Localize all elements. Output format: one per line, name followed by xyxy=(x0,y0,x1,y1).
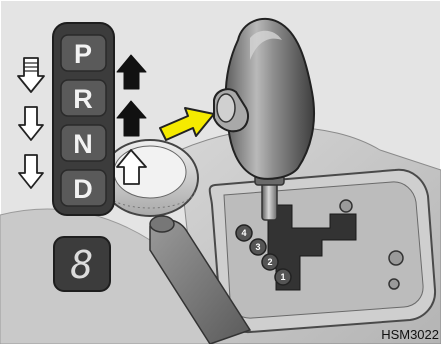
screw-top xyxy=(340,200,352,212)
gear-label-n: N xyxy=(73,129,93,159)
gear-digit: 8 xyxy=(71,243,94,287)
screw-bottom-right xyxy=(389,279,399,289)
gate-slot-label: 1 xyxy=(280,272,285,282)
gate-slot-label: 4 xyxy=(241,228,246,238)
gear-key-n: N xyxy=(61,125,106,161)
gear-key-d: D xyxy=(61,170,106,206)
lever-stalk-end xyxy=(150,216,174,232)
gate-slot-label: 2 xyxy=(267,257,272,267)
gear-label-d: D xyxy=(73,174,93,204)
screw-right xyxy=(389,251,403,265)
shift-lock-button-face xyxy=(217,94,235,122)
gear-label-p: P xyxy=(74,39,92,69)
gear-key-r: R xyxy=(61,80,106,116)
gate-slot-label: 3 xyxy=(255,242,260,252)
figure-code: HSM3022 xyxy=(381,327,439,342)
gear-label-r: R xyxy=(73,84,93,114)
gear-key-p: P xyxy=(61,35,106,71)
